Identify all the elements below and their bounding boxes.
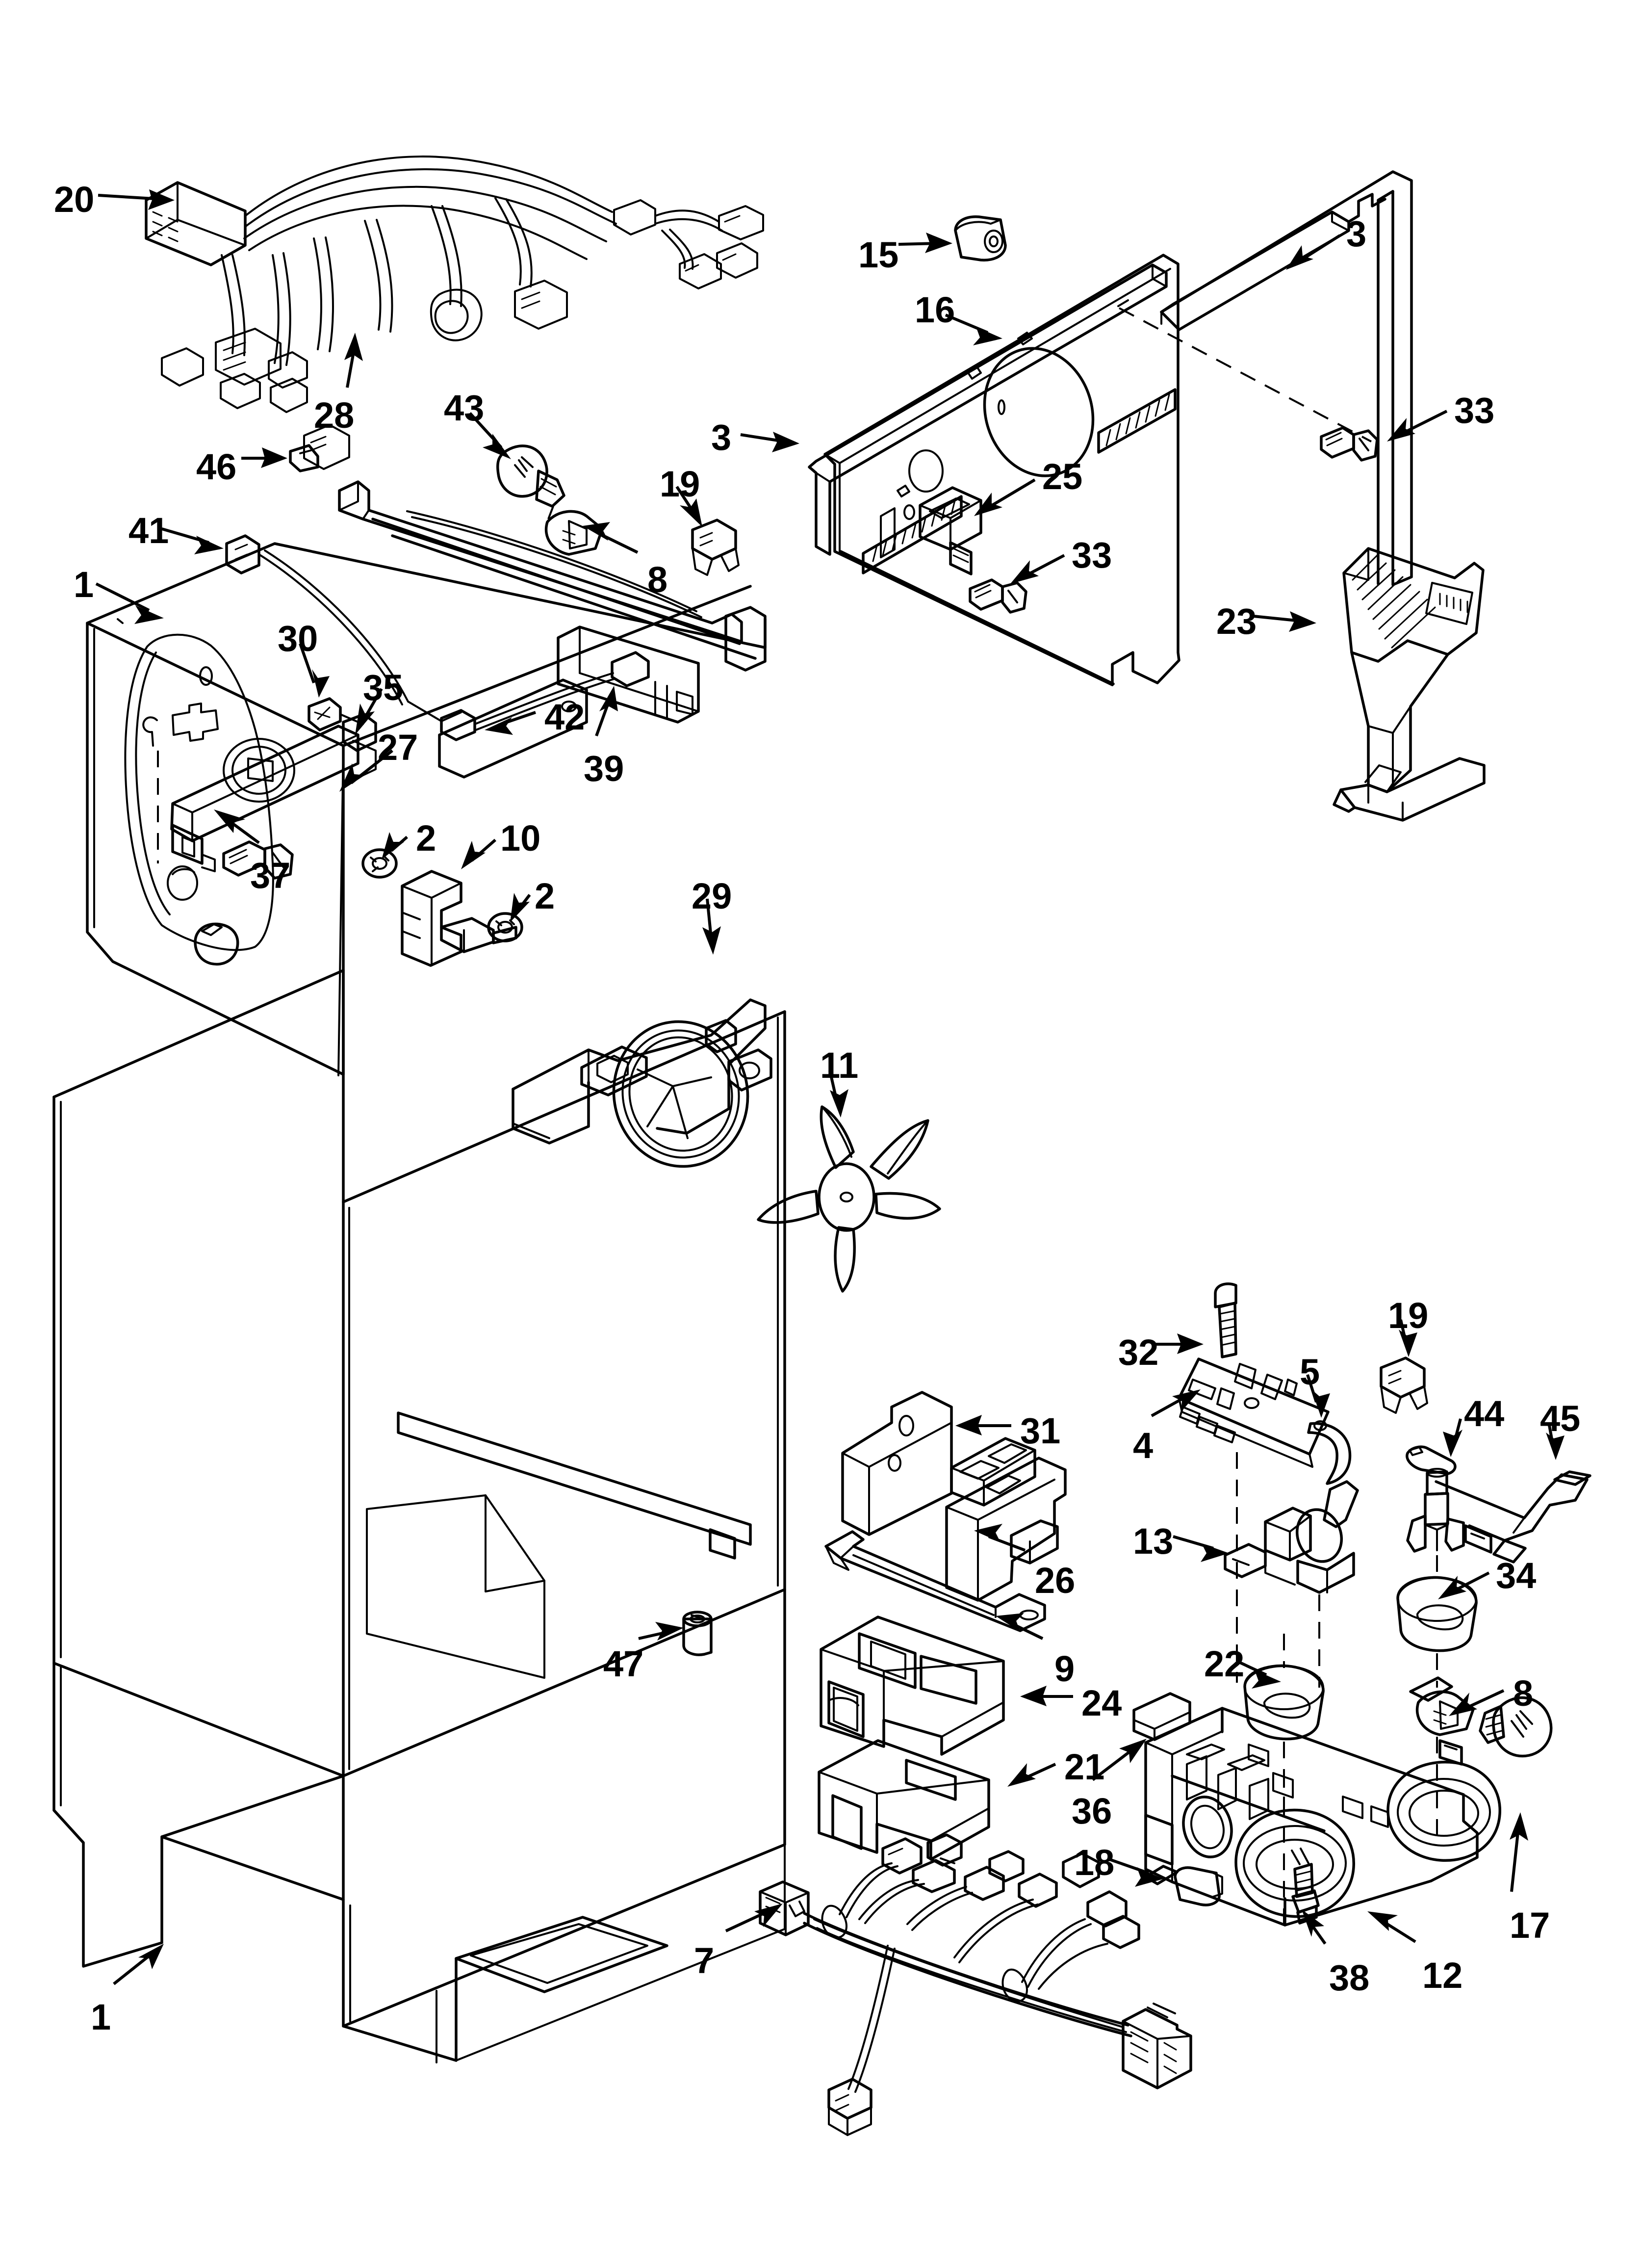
part-33-screw-panel	[969, 578, 1027, 614]
part-39-control-box	[557, 626, 700, 724]
callout-20: 20	[54, 179, 95, 220]
callout-45: 45	[1540, 1398, 1581, 1439]
part-24-dispenser-housing	[820, 1616, 1005, 1756]
part-42-cover-plate	[438, 678, 588, 779]
part-23-air-duct-tower	[1333, 547, 1486, 822]
callout-21: 21	[1064, 1747, 1105, 1787]
callout-12: 12	[1422, 1955, 1463, 1996]
callout-1-lower: 1	[91, 1997, 111, 2037]
callout-35: 35	[363, 667, 404, 708]
callout-25: 25	[1042, 456, 1083, 497]
part-1-cabinet-liner	[52, 542, 786, 2063]
part-4-control-board	[1178, 1357, 1330, 1683]
part-33-screw-tower	[1320, 426, 1379, 462]
callout-37: 37	[250, 855, 291, 896]
part-9-actuator-arm	[824, 1530, 1046, 1632]
part-20-wiring-harness-upper	[145, 156, 764, 470]
part-21-insulation-block	[818, 1739, 990, 1861]
callout-22: 22	[1204, 1643, 1245, 1684]
part-liner-top-rail	[338, 480, 767, 672]
part-25-drain-trough	[919, 486, 982, 575]
callout-7: 7	[694, 1940, 715, 1981]
callout-33-tower: 33	[1454, 390, 1495, 431]
part-31-insulation-pad	[841, 1391, 953, 1536]
callout-42: 42	[544, 697, 585, 737]
callout-24: 24	[1081, 1683, 1122, 1723]
part-47-plug-cap	[682, 1611, 713, 1656]
part-46-clip	[289, 444, 319, 472]
callout-2-lower: 2	[535, 876, 555, 916]
part-29-fan-shroud	[512, 998, 772, 1168]
part-8b-light-socket-lower	[1409, 1676, 1475, 1736]
part-18-bulb-small	[1174, 1866, 1223, 1906]
callout-41: 41	[128, 510, 169, 551]
callout-44: 44	[1464, 1393, 1505, 1434]
callout-34: 34	[1496, 1555, 1537, 1596]
callout-29: 29	[692, 876, 732, 916]
callout-19: 19	[660, 464, 700, 504]
part-16-rear-panel	[808, 170, 1413, 686]
callout-2-upper: 2	[416, 818, 436, 859]
part-12-light-housing	[1144, 1707, 1501, 1928]
part-10-thermostat	[401, 870, 517, 967]
callout-43: 43	[444, 388, 485, 428]
callout-1: 1	[74, 564, 94, 605]
part-43-light-bulb	[496, 444, 565, 508]
part-5-wire-tie	[1307, 1422, 1352, 1485]
part-27-screw	[222, 840, 294, 880]
callout-28: 28	[314, 395, 355, 436]
callout-4: 4	[1133, 1425, 1154, 1466]
callout-11: 11	[820, 1045, 859, 1086]
callout-33-panel: 33	[1072, 535, 1112, 575]
part-36-pad	[1132, 1692, 1191, 1741]
part-45-support-bracket	[1435, 1470, 1591, 1564]
callout-30: 30	[278, 618, 318, 659]
part-15-bushing	[954, 215, 1007, 261]
callout-18: 18	[1074, 1842, 1115, 1883]
callout-19b: 19	[1388, 1295, 1429, 1336]
callout-10: 10	[500, 818, 541, 859]
callout-46: 46	[196, 446, 237, 487]
callout-leaders	[95, 189, 1565, 1985]
callout-27: 27	[378, 727, 418, 768]
part-7-wiring-harness-lower	[759, 1833, 1192, 2136]
callout-39: 39	[584, 748, 624, 789]
callout-17: 17	[1510, 1905, 1550, 1946]
part-37-plug-button	[194, 922, 239, 966]
callout-36: 36	[1072, 1791, 1112, 1831]
callout-38: 38	[1329, 1957, 1370, 1998]
callout-16: 16	[915, 289, 955, 330]
callout-8: 8	[647, 559, 668, 600]
part-8-light-socket	[544, 506, 604, 556]
part-19b-connector-terminal	[1380, 1356, 1428, 1414]
part-13-ice-chute-motor	[1224, 1480, 1359, 1688]
callout-3-left: 3	[711, 417, 732, 458]
part-38-screw	[1291, 1848, 1320, 1925]
part-35-damper-assembly	[170, 713, 377, 872]
part-30-bracket	[308, 697, 364, 731]
part-19-connector-terminal	[691, 519, 740, 576]
part-32-screw	[1214, 1282, 1237, 1358]
callout-23: 23	[1216, 601, 1257, 642]
callout-9: 9	[1054, 1648, 1075, 1689]
part-17-light-bulb-lower	[1479, 1696, 1553, 1758]
callout-5: 5	[1300, 1352, 1320, 1392]
part-2-washer-upper	[361, 848, 398, 879]
callout-3-right: 3	[1346, 213, 1367, 254]
callout-31: 31	[1020, 1410, 1061, 1451]
callout-32: 32	[1118, 1332, 1159, 1373]
part-11-fan-blade	[757, 1105, 941, 1293]
part-22-cap-left	[1243, 1634, 1325, 1815]
part-34-cap-right	[1396, 1555, 1478, 1688]
callout-26: 26	[1035, 1560, 1076, 1601]
callout-15: 15	[858, 235, 899, 275]
callout-47: 47	[603, 1643, 644, 1684]
callout-13: 13	[1133, 1521, 1174, 1562]
part-44-auger-pin	[1406, 1445, 1465, 1553]
callout-8-lower: 8	[1513, 1673, 1534, 1714]
